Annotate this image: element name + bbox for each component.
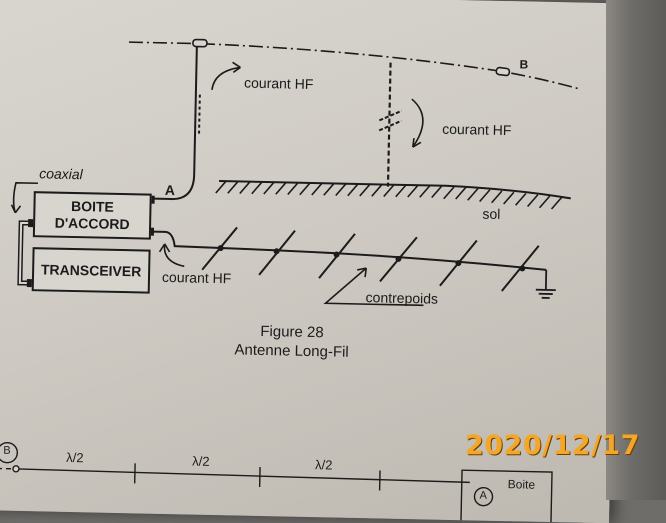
point-a-label: A (165, 182, 175, 198)
counterpoise-wire (152, 232, 547, 270)
current-label-top: courant HF (244, 75, 314, 92)
segment-label-1: λ/2 (66, 450, 84, 465)
ground-line (219, 181, 571, 198)
transceiver-box: TRANSCEIVER (32, 247, 151, 293)
tuner-box: BOITE D'ACCORD (33, 191, 152, 239)
lower-node-label: B (3, 445, 11, 457)
current-label-right: courant HF (442, 121, 512, 138)
ground-label: sol (482, 206, 500, 222)
point-b-label: B (519, 57, 528, 71)
tuner-box-line2: D'ACCORD (55, 215, 130, 234)
current-arrow-right (411, 99, 424, 147)
date-stamp: 2020/12/17 (465, 430, 640, 461)
ground-icon (536, 270, 557, 298)
insulator-b (496, 67, 510, 76)
transceiver-box-label: TRANSCEIVER (41, 261, 142, 280)
tuner-box-line1: BOITE (71, 198, 114, 216)
coaxial-label: coaxial (39, 165, 83, 182)
downlead-wire (154, 46, 197, 200)
figure-title: Antenne Long-Fil (234, 340, 349, 361)
book-spine-shadow (606, 0, 666, 500)
segment-label-3: λ/2 (315, 457, 333, 472)
counterpoise-radials (202, 227, 539, 292)
current-label-bottom: courant HF (162, 269, 232, 286)
segment-label-2: λ/2 (192, 454, 210, 469)
lower-box-label: Boite (508, 477, 536, 492)
insulator-a (193, 39, 207, 46)
downlead-dash (199, 95, 200, 135)
counterpoise-label: contrepoids (365, 289, 438, 307)
figure-caption: Figure 28 Antenne Long-Fil (234, 321, 349, 361)
figure-number: Figure 28 (235, 321, 350, 342)
